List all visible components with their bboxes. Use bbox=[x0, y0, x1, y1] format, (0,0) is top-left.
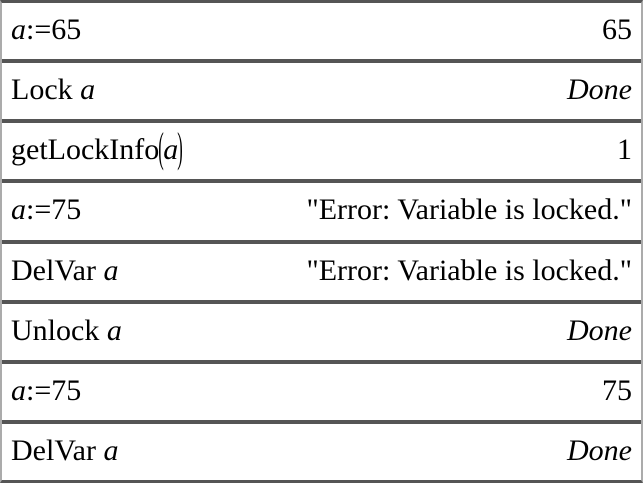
open-paren: ( bbox=[158, 125, 165, 172]
result-value: 1 bbox=[617, 133, 632, 167]
result-error-message: "Error: Variable is locked." bbox=[306, 193, 632, 227]
history-row-1[interactable]: a:=65 65 bbox=[2, 3, 641, 64]
command-keyword: Lock bbox=[11, 73, 81, 107]
variable-name: a bbox=[11, 193, 26, 227]
result-error-message: "Error: Variable is locked." bbox=[306, 253, 632, 287]
expression: getLockInfo(a) bbox=[11, 125, 183, 172]
history-row-4[interactable]: a:=75 "Error: Variable is locked." bbox=[2, 183, 641, 244]
assignment-value: :=75 bbox=[26, 373, 82, 407]
history-row-8[interactable]: DelVar a Done bbox=[2, 424, 641, 480]
variable-name: a bbox=[106, 313, 122, 347]
history-row-3[interactable]: getLockInfo(a) 1 bbox=[2, 123, 641, 184]
variable-name: a bbox=[103, 433, 119, 467]
history-row-6[interactable]: Unlock a Done bbox=[2, 304, 641, 364]
expression: Unlock a bbox=[11, 314, 122, 348]
history-row-5[interactable]: DelVar a "Error: Variable is locked." bbox=[2, 244, 641, 304]
variable-name: a bbox=[11, 13, 26, 47]
variable-name: a bbox=[163, 133, 179, 167]
assignment-value: :=65 bbox=[26, 13, 82, 47]
result-value: Done bbox=[567, 433, 632, 467]
assignment-value: :=75 bbox=[26, 193, 82, 227]
history-row-2[interactable]: Lock a Done bbox=[2, 63, 641, 124]
result-value: 75 bbox=[602, 373, 632, 407]
result-value: Done bbox=[567, 313, 632, 347]
command-keyword: DelVar bbox=[11, 253, 104, 287]
result-value: Done bbox=[567, 73, 632, 107]
history-row-7[interactable]: a:=75 75 bbox=[2, 364, 641, 424]
expression: a:=75 bbox=[11, 193, 81, 227]
result-value: 65 bbox=[602, 13, 632, 47]
function-name: getLockInfo bbox=[11, 133, 160, 167]
command-keyword: Unlock bbox=[11, 313, 107, 347]
expression: a:=75 bbox=[11, 374, 81, 408]
variable-name: a bbox=[103, 253, 119, 287]
variable-name: a bbox=[11, 373, 26, 407]
command-keyword: DelVar bbox=[11, 433, 104, 467]
expression: DelVar a bbox=[11, 254, 118, 288]
expression: DelVar a bbox=[11, 434, 118, 468]
expression: Lock a bbox=[11, 73, 95, 107]
expression: a:=65 bbox=[11, 13, 81, 47]
variable-name: a bbox=[80, 73, 96, 107]
close-paren: ) bbox=[177, 125, 184, 172]
